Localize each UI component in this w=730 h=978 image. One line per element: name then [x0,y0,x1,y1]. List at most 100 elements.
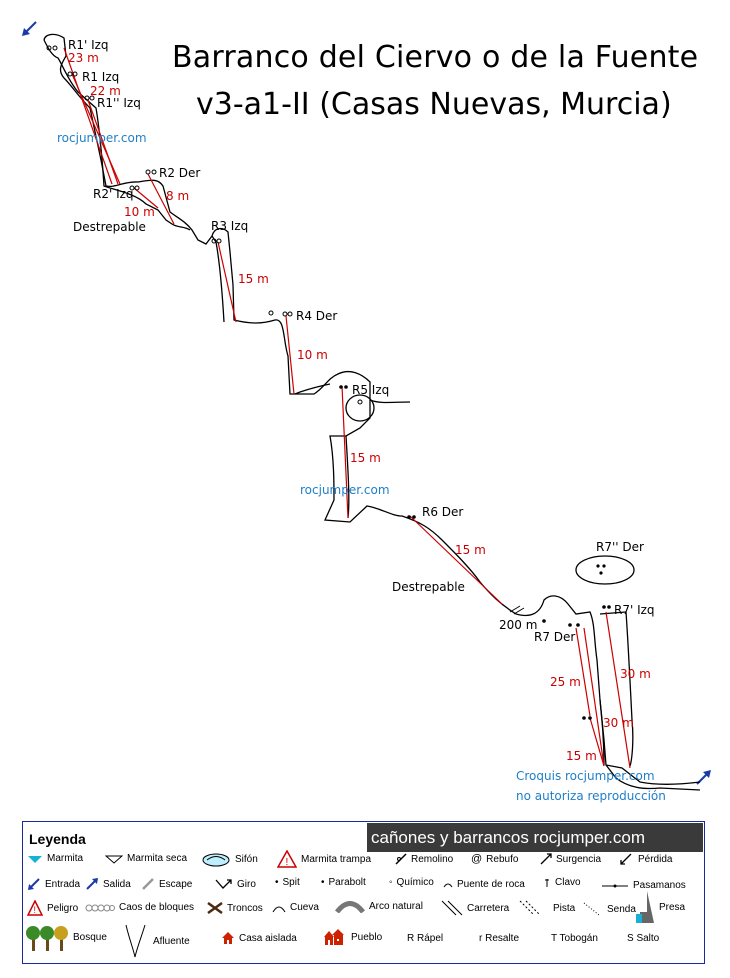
legend-rapel: R Rápel [407,933,443,944]
marmita-pool [575,555,635,585]
legend-entrada: Entrada [27,877,80,891]
legend-rapel-label: R Rápel [407,933,444,944]
marmita-icon [28,855,42,863]
legend-pasamanos-label: Pasamanos [633,880,686,891]
legend-carretera-label: Carretera [467,902,510,914]
marmita-pool-2 [345,394,375,422]
length-200: 200 m [499,618,537,632]
escape-icon [142,878,154,890]
legend-cueva: Cueva [272,902,319,913]
length-15a: 15 m [238,272,269,286]
remolino-icon [395,853,407,865]
giro-icon [215,879,232,889]
watermark-1: rocjumper.com [57,131,147,145]
arco-natural-icon [335,901,365,913]
legend-presa: Presa [635,890,685,924]
legend-parabolt-label: Parabolt [328,877,366,888]
legend-salida-label: Salida [103,878,131,890]
canyon-topo-sketch: R1' Izq R1 Izq R1'' Izq R2 Der R2' Izq R… [22,21,711,803]
legend-casa-label: Casa aislada [239,932,297,944]
legend-quimico-label: Químico [396,877,434,888]
legend-presa-label: Presa [659,901,686,913]
pasamanos-icon [602,884,628,887]
svg-text:!: ! [286,857,289,868]
legend-marmita-trampa-label: Marmita trampa [301,853,372,865]
legend-rebufo: @ Rebufo [471,853,518,865]
length-22: 22 m [90,84,121,98]
length-30b: 30 m [603,716,634,730]
legend-caos: Caos de bloques [85,902,194,913]
senda-icon [583,902,600,916]
legend-troncos-label: Troncos [227,902,263,914]
legend-sifon-label: Sifón [235,853,258,865]
presa-icon [636,891,654,923]
legend-marmita: Marmita [27,853,83,864]
croquis-note-2: no autoriza reproducción [516,789,666,803]
legend-caos-label: Caos de bloques [119,902,195,913]
clavo-icon [545,878,549,887]
anchor-label-r1pp: R1'' Izq [97,96,141,110]
legend-clavo: Clavo [543,877,581,888]
legend-cueva-label: Cueva [290,902,319,913]
legend-casa: Casa aislada [221,931,297,945]
legend-escape-label: Escape [159,878,193,890]
anchor-label-r2: R2 Der [159,166,200,180]
legend-box: Leyenda cañones y barrancos rocjumper.co… [22,821,705,964]
length-15b: 15 m [350,451,381,465]
anchor-label-r7pp: R7'' Der [596,540,644,554]
peligro-icon: ! [27,900,43,916]
rope-lines [63,47,631,769]
length-15d: 15 m [566,749,597,763]
anchor-label-r7p: R7' Izq [614,603,655,617]
casa-aislada-icon [222,932,234,944]
legend-bosque: Bosque [25,922,107,952]
entrada-icon [28,878,40,890]
cueva-icon [272,906,286,912]
anchor-label-r5: R5 Izq [352,383,389,397]
caos-bloques-icon [85,904,115,911]
legend-bosque-label: Bosque [73,931,107,943]
perdida-icon [620,853,632,865]
legend-perdida: Pérdida [620,853,672,865]
anchor-label-r3: R3 Izq [211,219,248,233]
legend-clavo-label: Clavo [555,877,581,888]
legend-giro: Giro [215,877,256,891]
legend-marmita-trampa: ! Marmita trampa [277,850,371,868]
legend-resalte: r Resalte [479,933,519,944]
entrada-arrow-icon [22,21,37,36]
bosque-icon [26,926,68,951]
croquis-note-1: Croquis rocjumper.com [516,769,655,783]
carretera-icon [441,900,463,916]
legend-rebufo-label: Rebufo [486,853,519,865]
legend-arco-label: Arco natural [369,900,423,912]
anchor-label-r6: R6 Der [422,505,463,519]
legend-pasamanos: Pasamanos [601,880,686,891]
legend-perdida-label: Pérdida [638,853,673,865]
length-8: 8 m [166,189,189,203]
parabolt-points [339,385,611,720]
legend-pista-label: Pista [553,902,576,914]
canyon-profile-left [43,33,701,785]
legend-senda-label: Senda [607,903,636,915]
legend-troncos: Troncos [207,902,263,914]
legend-surgencia: Surgencia [540,853,601,865]
length-30a: 30 m [620,667,651,681]
sifon-icon [202,853,230,867]
legend-remolino-label: Remolino [411,853,454,865]
legend-senda: Senda [583,902,636,916]
rebufo-icon: @ [471,853,483,865]
salida-icon [86,878,98,890]
legend-salida: Salida [85,877,131,891]
legend-entrada-label: Entrada [45,878,81,890]
legend-puente-roca-label: Puente de roca [457,879,525,890]
legend-banner: cañones y barrancos rocjumper.com [367,823,703,852]
anchor-label-r4: R4 Der [296,309,337,323]
svg-text:!: ! [34,905,37,915]
title-line-2: v3-a1-II (Casas Nuevas, Murcia) [196,87,672,122]
legend-tobogan: T Tobogán [551,933,598,944]
legend-spit: • Spit [275,877,300,888]
length-10b: 10 m [297,348,328,362]
legend-peligro: ! Peligro [27,900,78,916]
anchor-label-r1p: R1' Izq [68,38,109,52]
marmita-trampa-icon: ! [277,850,297,868]
